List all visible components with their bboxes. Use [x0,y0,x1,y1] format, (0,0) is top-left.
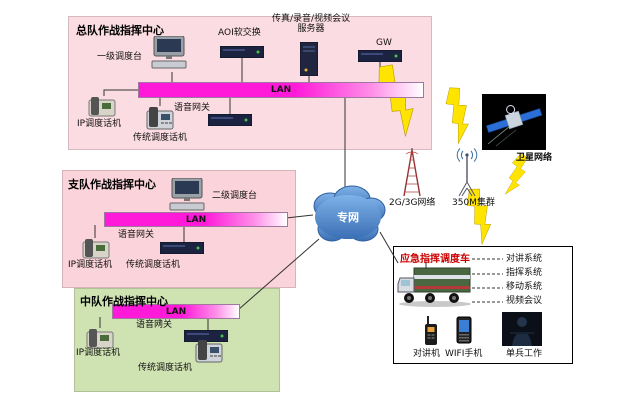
hq-server-label-line1: 传真/录音/视频会议 [272,14,351,24]
hq-voice-gw-label: 语音网关 [174,103,211,113]
voice-gateway-rack-icon [184,330,228,342]
cellular-network-label: 2G/3G网络 [389,198,436,208]
hq-aoi-label: AOI软交换 [218,28,261,38]
voice-gateway-rack-icon [208,114,252,126]
squadron-ip-phone-label: IP调度话机 [76,348,121,358]
softswitch-rack-icon [220,46,264,58]
ip-phone-icon [82,238,110,260]
vehicle-system-mobile: 移动系统 [506,282,543,292]
soldier-icon [502,312,542,346]
vehicle-system-video: 视频会议 [506,296,543,306]
vehicle-system-intercom: 对讲系统 [506,254,543,264]
traditional-phone-icon [194,338,224,364]
dispatch-console-icon [148,36,192,72]
trunking-antenna-icon [452,146,482,198]
walkie-talkie-icon [424,316,438,346]
voice-gateway-rack-icon [160,242,204,254]
traditional-phone-icon [145,105,175,131]
satellite-network-label: 卫星网络 [516,153,553,163]
hq-trad-phone-label: 传统调度话机 [133,133,188,143]
detachment-lan-bar: LAN [104,212,288,227]
ip-phone-icon [88,96,116,118]
wifi-phone-icon [456,316,472,344]
gateway-rack-icon [358,50,402,62]
vehicle-system-command: 指挥系统 [506,268,543,278]
hq-gw-label: GW [376,38,392,48]
detachment-trad-phone-label: 传统调度话机 [126,260,181,270]
trunking-network-label: 350M集群 [452,198,495,208]
hq-ip-phone-label: IP调度话机 [77,119,122,129]
vehicle-radio-label: 对讲机 [413,349,441,359]
vehicle-wifi-phone-label: WIFI手机 [445,349,483,359]
hq-console-label: 一级调度台 [97,52,143,62]
command-truck-icon [396,262,474,308]
hq-title: 总队作战指挥中心 [76,24,164,37]
hq-server-label-line2: 服务器 [297,24,325,35]
hq-lan-bar: LAN [138,82,424,98]
vehicle-title: 应急指挥调度车 [400,254,470,265]
vehicle-soldier-label: 单兵工作 [506,349,543,359]
detachment-console-label: 二级调度台 [212,191,258,201]
dispatch-console-icon [166,178,210,214]
detachment-title: 支队作战指挥中心 [68,178,156,191]
squadron-lan-bar: LAN [112,304,240,319]
private-network-label: 专网 [337,211,359,224]
squadron-trad-phone-label: 传统调度话机 [138,363,193,373]
cell-tower-icon [398,148,426,198]
detachment-ip-phone-label: IP调度话机 [68,260,113,270]
squadron-title: 中队作战指挥中心 [80,295,168,308]
squadron-voice-gw-label: 语音网关 [136,320,173,330]
server-tower-icon [300,42,318,76]
hq-server-label: 传真/录音/视频会议 服务器 [272,14,350,35]
ip-phone-icon [86,328,114,350]
satellite-icon [482,94,546,150]
detachment-voice-gw-label: 语音网关 [118,230,155,240]
